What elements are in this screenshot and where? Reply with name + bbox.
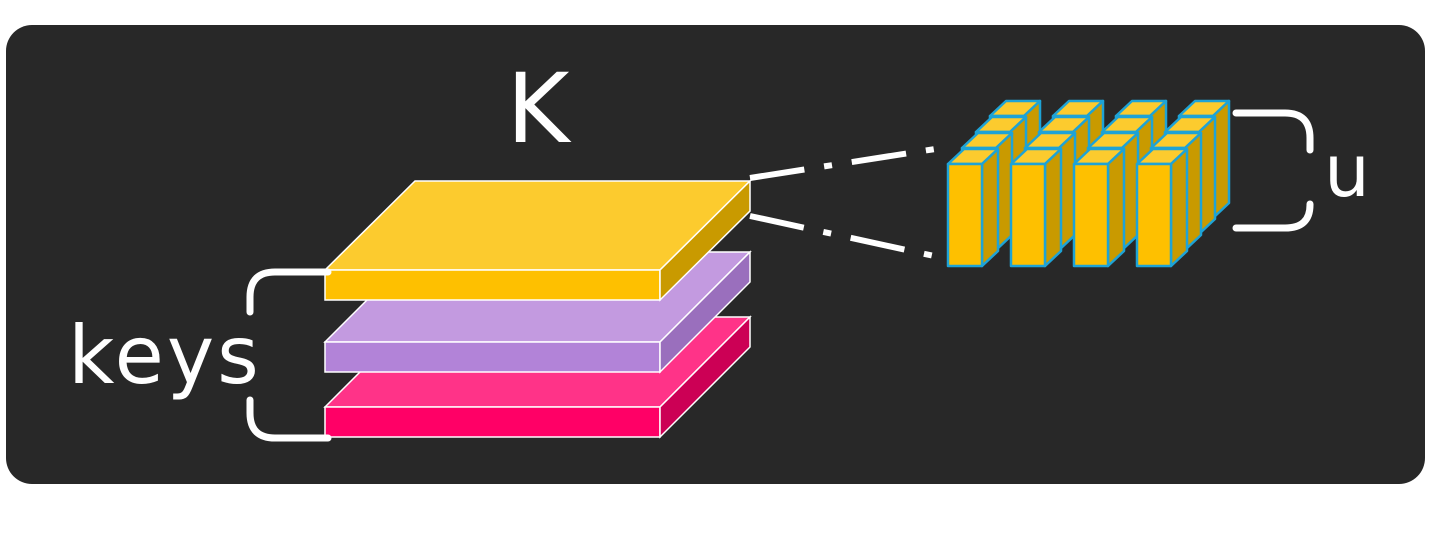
unit-block <box>1009 147 1063 268</box>
unit-block <box>1072 147 1126 268</box>
unit-block-front <box>946 162 984 268</box>
u-label: u <box>1324 129 1370 213</box>
unit-block <box>1135 147 1189 268</box>
unit-cube-grid <box>946 99 1231 268</box>
unit-block-side <box>980 147 1000 268</box>
u-bracket <box>1232 109 1314 232</box>
unit-block <box>946 147 1000 268</box>
keys-bracket <box>246 268 332 442</box>
unit-block-side <box>1106 147 1126 268</box>
unit-block-front <box>1072 162 1110 268</box>
unit-block-front <box>1009 162 1047 268</box>
keys-label: keys <box>68 309 262 402</box>
unit-block-front <box>1135 162 1173 268</box>
unit-block-side <box>1043 147 1063 268</box>
zoom-connector-lines <box>749 144 949 262</box>
matrix-label: K <box>507 53 572 165</box>
unit-block-side <box>1169 147 1189 268</box>
key-layer-yellow <box>323 179 752 302</box>
